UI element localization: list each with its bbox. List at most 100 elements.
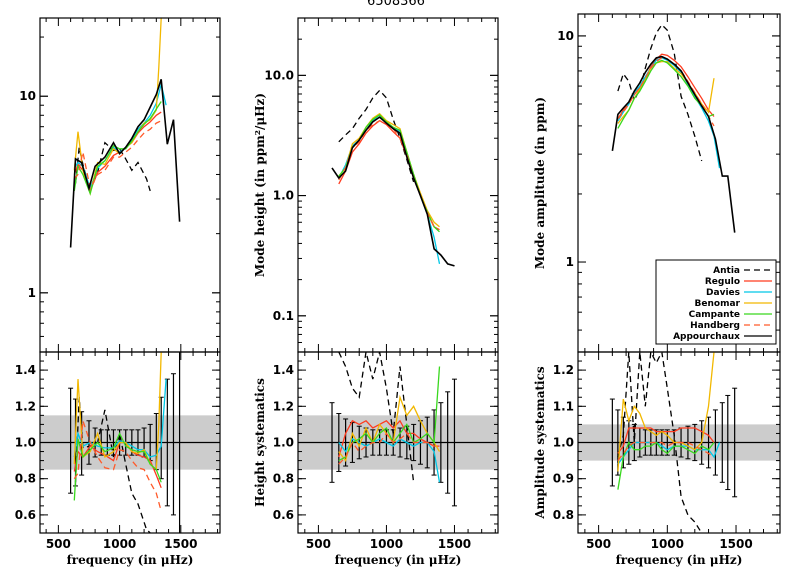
series-line-benomar — [617, 60, 715, 124]
y-tick-label: 1 — [28, 286, 36, 300]
x-tick-label: 500 — [306, 537, 331, 551]
series-line-campante — [338, 113, 440, 233]
y-tick-label: 1.0 — [273, 189, 294, 203]
series-line-handberg — [617, 441, 715, 461]
y-axis-label: Amplitude systematics — [533, 366, 547, 520]
series-line-campante — [73, 431, 162, 501]
y-tick-label: 1.0 — [553, 436, 574, 450]
legend-item: Regulo — [705, 277, 772, 287]
y-tick-label: 10 — [19, 89, 36, 103]
error-bar — [664, 429, 670, 456]
legend-box — [655, 259, 777, 345]
plot-area — [331, 89, 455, 267]
y-axis-label: Height systematics — [253, 378, 267, 507]
error-bar — [712, 409, 718, 476]
y-axis-label: Mode amplitude (in ppm) — [533, 97, 547, 269]
error-bar — [692, 423, 698, 462]
series-line-davies — [338, 113, 441, 265]
error-bar — [719, 402, 725, 483]
series-line-davies — [73, 379, 167, 458]
x-axis-label: frequency (in μHz) — [335, 553, 462, 567]
plot-area — [69, 18, 181, 248]
x-tick-label: 1500 — [719, 537, 752, 551]
error-bar — [329, 402, 335, 483]
series-line-campante — [617, 59, 715, 129]
x-tick-label: 1500 — [164, 537, 197, 551]
plot-area — [298, 352, 498, 507]
figure-title: 6508366 — [367, 0, 425, 9]
y-tick-label: 1.1 — [553, 399, 574, 413]
legend-item: Benomar — [695, 299, 772, 309]
y-tick-label: 0.8 — [15, 472, 36, 486]
y-tick-label: 0.1 — [273, 309, 294, 323]
series-line-benomar — [338, 112, 440, 228]
legend-label: Appourchaux — [673, 332, 740, 342]
series-line-handberg — [73, 420, 162, 512]
error-bar — [68, 387, 74, 494]
y-tick-label: 0.6 — [15, 508, 36, 522]
series-line-handberg — [338, 119, 435, 228]
y-tick-label: 1.0 — [15, 436, 36, 450]
legend-item: Campante — [689, 310, 772, 320]
x-axis-label: frequency (in μHz) — [67, 553, 194, 567]
error-bar — [170, 373, 176, 516]
series-line-appourchaux — [331, 116, 455, 267]
series-line-benomar — [338, 394, 441, 463]
y-tick-label: 1.2 — [15, 399, 36, 413]
y-tick-label: 0.9 — [553, 472, 574, 486]
error-bar — [609, 398, 615, 487]
axes-frame — [297, 17, 499, 353]
x-tick-label: 1000 — [370, 537, 403, 551]
error-bar — [725, 394, 731, 491]
axes-frame — [39, 17, 221, 353]
x-tick-label: 500 — [46, 537, 71, 551]
legend-label: Davies — [706, 288, 740, 298]
error-bar — [177, 352, 183, 533]
series-line-campante — [338, 366, 441, 462]
legend-label: Campante — [689, 310, 740, 320]
series-line-davies — [73, 84, 167, 191]
x-axis-label: frequency (in μHz) — [616, 553, 743, 567]
legend-label: Benomar — [695, 299, 741, 309]
error-bar — [451, 378, 457, 507]
plot-area — [611, 23, 736, 233]
series-line-campante — [617, 441, 715, 490]
series-line-handberg — [73, 120, 162, 191]
y-tick-label: 1.2 — [553, 363, 574, 377]
error-bar — [732, 387, 738, 498]
series-line-antia — [338, 352, 415, 483]
legend-item: Appourchaux — [673, 332, 772, 342]
series-line-appourchaux — [611, 55, 736, 233]
y-tick-label: 0.8 — [553, 508, 574, 522]
x-tick-label: 1000 — [103, 537, 136, 551]
x-tick-label: 500 — [586, 537, 611, 551]
series-line-davies — [617, 57, 721, 169]
series-line-antia — [617, 23, 703, 162]
legend-label: Regulo — [705, 277, 740, 287]
error-bar — [98, 429, 104, 456]
legend: AntiaReguloDaviesBenomarCampanteHandberg… — [655, 259, 777, 345]
panel-bottom-left: 500 1000 1500 frequency (in μHz) 0.6 0.8 1.0 1.… — [15, 351, 221, 567]
y-axis-label: Mode height (in ppm²/μHz) — [253, 93, 267, 277]
y-tick-label: 1.0 — [273, 436, 294, 450]
plot-area — [578, 352, 780, 533]
series-line-appourchaux — [69, 79, 181, 248]
legend-label: Antia — [713, 266, 740, 276]
series-line-campante — [73, 101, 162, 196]
legend-item: Antia — [713, 266, 772, 276]
y-tick-label: 1.2 — [273, 399, 294, 413]
series-line-handberg — [338, 432, 435, 465]
y-tick-label: 1.4 — [273, 363, 294, 377]
legend-item: Davies — [706, 288, 772, 298]
series-line-reguloo — [338, 119, 440, 231]
y-tick-label: 1 — [566, 255, 574, 269]
series-line-benomar — [73, 18, 162, 196]
error-bar — [445, 391, 451, 494]
x-tick-label: 1500 — [438, 537, 471, 551]
y-tick-label: 10.0 — [264, 68, 294, 82]
y-tick-label: 0.6 — [273, 508, 294, 522]
